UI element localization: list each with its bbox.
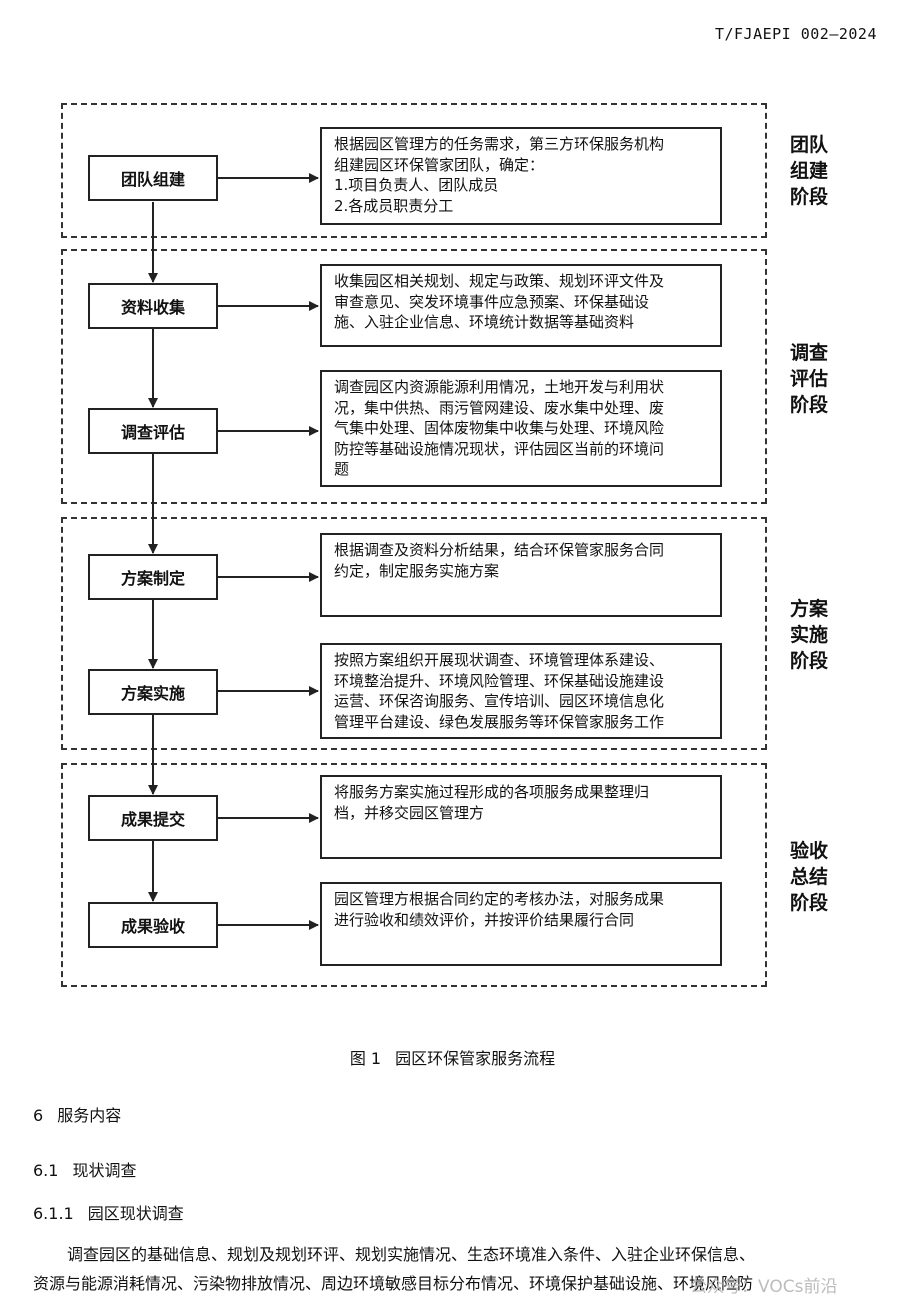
step-data-collection: 资料收集 [88, 283, 218, 329]
stage-box-plan [61, 517, 767, 750]
desc-data-collection: 收集园区相关规划、规定与政策、规划环评文件及 审查意见、突发环境事件应急预案、环… [320, 264, 722, 347]
desc-plan-implementation: 按照方案组织开展现状调查、环境管理体系建设、 环境整治提升、环境风险管理、环保基… [320, 643, 722, 739]
body-paragraph: 调查园区的基础信息、规划及规划环评、规划实施情况、生态环境准入条件、入驻企业环保… [33, 1245, 756, 1293]
stage-label-team: 团队 组建 阶段 [790, 134, 829, 208]
stage-box-accept [61, 763, 767, 987]
flow-arrows [148, 173, 319, 930]
desc-survey-assessment: 调查园区内资源能源利用情况，土地开发与利用状 况，集中供热、雨污管网建设、废水集… [320, 370, 722, 487]
stage-label-accept: 验收 总结 阶段 [790, 840, 829, 914]
desc-results-acceptance: 园区管理方根据合同约定的考核办法，对服务成果 进行验收和绩效评价，并按评价结果履… [320, 882, 722, 966]
stage-label-plan: 方案 实施 阶段 [790, 598, 829, 672]
desc-team-formation: 根据园区管理方的任务需求，第三方环保服务机构 组建园区环保管家团队，确定： 1.… [320, 127, 722, 225]
figure-title: 园区环保管家服务流程 [395, 1049, 556, 1068]
stage-label-survey: 调查 评估 阶段 [790, 342, 829, 416]
desc-plan-formulation: 根据调查及资料分析结果，结合环保管家服务合同 约定，制定服务实施方案 [320, 533, 722, 617]
step-team-formation: 团队组建 [88, 155, 218, 201]
figure-caption: 图 1 园区环保管家服务流程 [0, 1045, 905, 1069]
step-results-acceptance: 成果验收 [88, 902, 218, 948]
step-plan-implementation: 方案实施 [88, 669, 218, 715]
step-results-submission: 成果提交 [88, 795, 218, 841]
stage-box-team [61, 103, 767, 238]
step-plan-formulation: 方案制定 [88, 554, 218, 600]
step-survey-assessment: 调查评估 [88, 408, 218, 454]
figure-number: 图 1 [349, 1049, 382, 1068]
desc-results-submission: 将服务方案实施过程形成的各项服务成果整理归 档，并移交园区管理方 [320, 775, 722, 859]
stage-box-survey [61, 249, 767, 504]
document-id: T/FJAEPI 002—2024 [714, 25, 877, 43]
watermark: 公众号：VOCs前沿 [690, 1277, 838, 1297]
